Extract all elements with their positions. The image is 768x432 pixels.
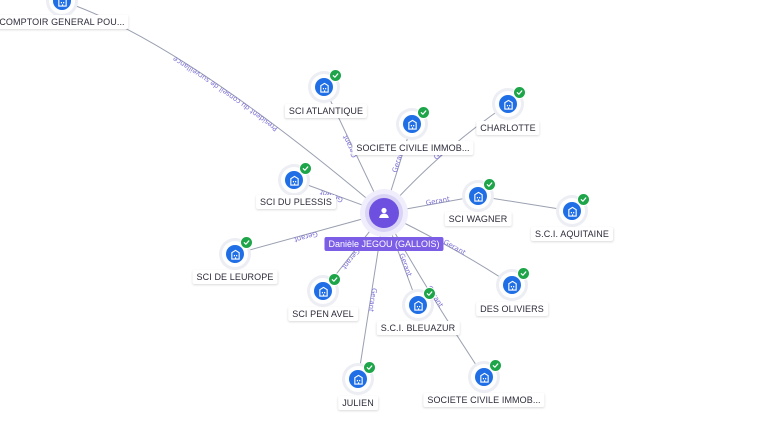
company-node-oliviers[interactable] (499, 267, 530, 298)
building-icon (409, 296, 427, 314)
company-label-aquitaine[interactable]: S.C.I. AQUITAINE (531, 227, 613, 241)
check-icon (577, 193, 590, 206)
check-icon (423, 287, 436, 300)
company-label-wagner[interactable]: SCI WAGNER (444, 212, 512, 226)
building-icon (315, 78, 333, 96)
company-node-charlotte[interactable] (495, 86, 526, 117)
company-label-charlotte[interactable]: CHARLOTTE (476, 121, 540, 135)
check-icon (299, 162, 312, 175)
building-icon (285, 171, 303, 189)
check-icon (517, 267, 530, 280)
company-node-leurope[interactable] (222, 236, 253, 267)
company-node-penavel[interactable] (310, 273, 341, 304)
building-icon (563, 202, 581, 220)
edge-label-comptoir: President du conseil de surveillance (171, 55, 279, 133)
edge-label-bleuazur: Gerant (397, 252, 413, 278)
company-node-societe1[interactable] (399, 106, 430, 137)
building-icon (503, 276, 521, 294)
check-icon (489, 359, 502, 372)
company-label-julien[interactable]: JULIEN (338, 396, 378, 410)
company-node-comptoir[interactable] (49, 0, 75, 14)
graph-edges: President du conseil de surveillanceGera… (61, 0, 573, 380)
check-icon (513, 86, 526, 99)
building-icon (349, 370, 367, 388)
edge-label-julien: Gerant (367, 287, 379, 312)
edge-label-wagner: Gerant (425, 195, 450, 207)
company-label-societe1[interactable]: SOCIETE CIVILE IMMOB... (352, 141, 474, 155)
check-icon (240, 236, 253, 249)
building-icon (53, 0, 71, 10)
edge-oliviers (383, 212, 513, 286)
check-icon (363, 361, 376, 374)
building-icon (226, 245, 244, 263)
edge-label-leurope: Gerant (293, 230, 319, 244)
company-node-duplessis[interactable] (281, 162, 312, 193)
check-icon (328, 273, 341, 286)
edge-label-oliviers: Gerant (442, 238, 467, 257)
building-icon (475, 368, 493, 386)
company-label-comptoir[interactable]: COMPTOIR GENERAL POU... (0, 15, 129, 29)
center-person-label[interactable]: Danièle JEGOU (GALLOIS) (324, 237, 444, 251)
edge-julien (357, 212, 385, 380)
company-label-oliviers[interactable]: DES OLIVIERS (476, 302, 548, 316)
company-node-aquitaine[interactable] (559, 193, 590, 224)
building-icon (403, 115, 421, 133)
person-icon (379, 207, 389, 218)
company-label-bleuazur[interactable]: S.C.I. BLEUAZUR (376, 321, 460, 335)
building-icon (469, 187, 487, 205)
check-icon (483, 178, 496, 191)
check-icon (417, 106, 430, 119)
company-label-leurope[interactable]: SCI DE LEUROPE (192, 270, 278, 284)
edge-comptoir (61, 0, 385, 214)
company-label-societe2[interactable]: SOCIETE CIVILE IMMOB... (423, 393, 545, 407)
center-person-node[interactable] (369, 198, 399, 228)
company-node-wagner[interactable] (465, 178, 496, 209)
company-label-atlantique[interactable]: SCI ATLANTIQUE (284, 104, 368, 118)
building-icon (499, 95, 517, 113)
company-label-duplessis[interactable]: SCI DU PLESSIS (256, 195, 336, 209)
company-node-julien[interactable] (345, 361, 376, 392)
building-icon (314, 282, 332, 300)
company-node-societe2[interactable] (471, 359, 502, 390)
edge-aquitaine (477, 195, 573, 212)
company-node-atlantique[interactable] (311, 69, 342, 100)
company-label-penavel[interactable]: SCI PEN AVEL (288, 307, 358, 321)
edge-leurope (234, 212, 385, 255)
check-icon (329, 69, 342, 82)
company-node-bleuazur[interactable] (405, 287, 436, 318)
